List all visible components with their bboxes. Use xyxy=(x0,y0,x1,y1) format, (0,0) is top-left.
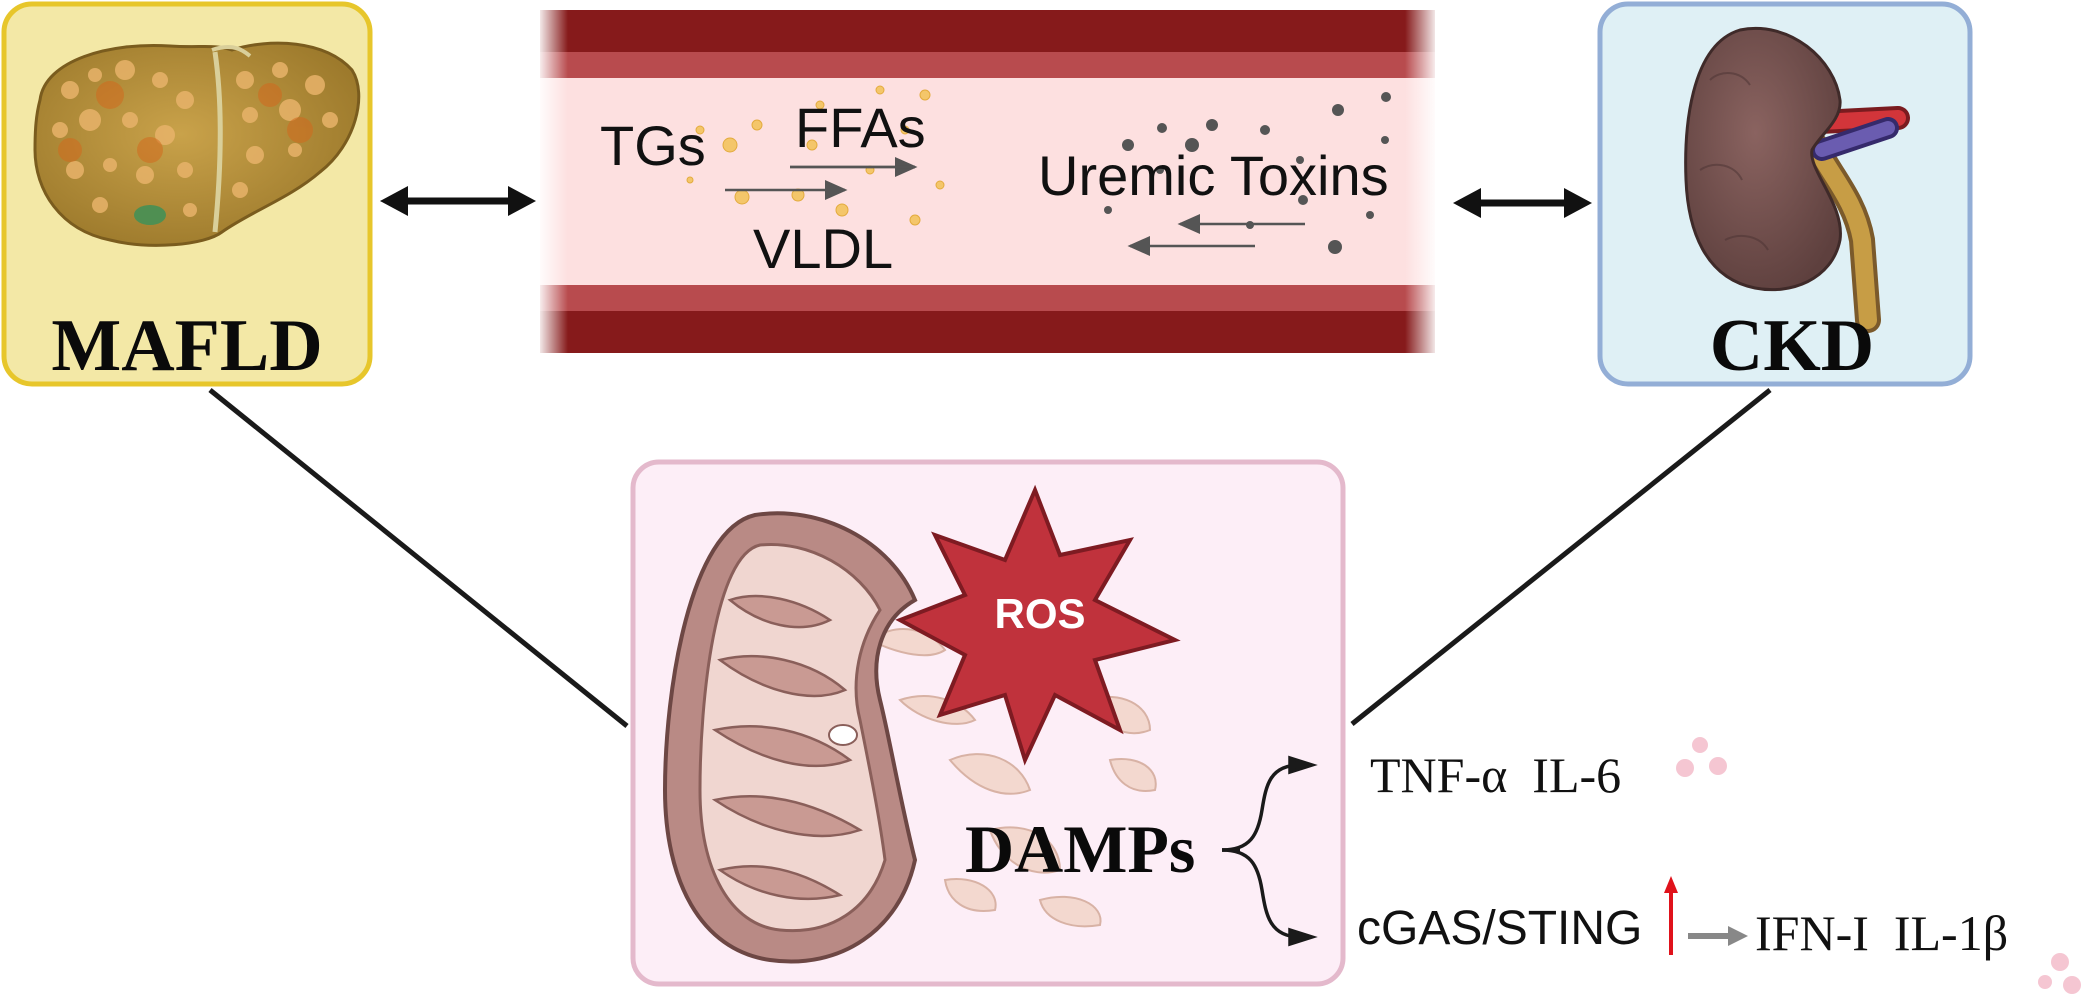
connector-line-left xyxy=(208,388,629,728)
double-arrow-icon xyxy=(380,186,536,216)
cgas-sting-label: cGAS/STING xyxy=(1357,902,1642,955)
right-arrow-icon xyxy=(1688,926,1748,946)
up-arrow-icon xyxy=(1664,876,1678,955)
kidney-icon xyxy=(1684,27,1910,333)
brace-icon xyxy=(1221,755,1318,947)
vldl-label: VLDL xyxy=(753,217,893,280)
tgs-label: TGs xyxy=(600,114,706,177)
liver-icon xyxy=(33,41,361,247)
tnf-il6-label: TNF-α IL-6 xyxy=(1370,747,1621,803)
ifn-il1b-label: IFN-I IL-1β xyxy=(1755,905,2008,961)
cytokine-dots xyxy=(1676,737,1727,777)
blood-vessel: TGs FFAs VLDL Uremic Toxins xyxy=(540,10,1437,353)
ros-burst-icon: ROS xyxy=(895,484,1181,766)
ckd-label: CKD xyxy=(1710,305,1874,387)
ros-label: ROS xyxy=(994,590,1085,637)
ffas-label: FFAs xyxy=(795,96,926,159)
damps-label: DAMPs xyxy=(965,811,1195,887)
cytokine-dots xyxy=(2038,953,2081,994)
mitochondrion-icon xyxy=(662,511,918,964)
ckd-node: CKD xyxy=(1597,1,1973,387)
uremic-toxins-label: Uremic Toxins xyxy=(1038,144,1389,207)
double-arrow-icon xyxy=(1453,188,1592,218)
mafld-node: MAFLD xyxy=(1,1,373,387)
mitochondria-panel: ROS DAMPs xyxy=(630,459,1346,987)
connector-line-right xyxy=(1350,388,1772,726)
toxin-particles xyxy=(1104,92,1391,254)
mafld-label: MAFLD xyxy=(51,305,322,387)
